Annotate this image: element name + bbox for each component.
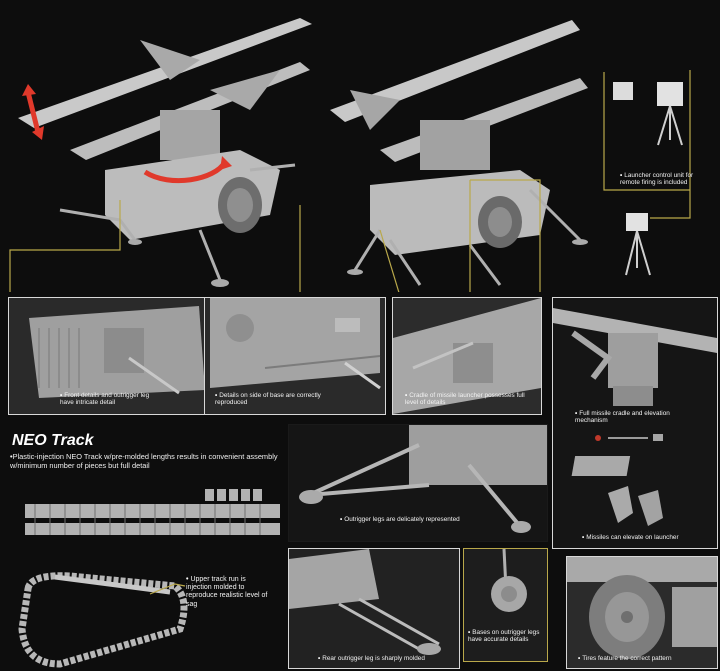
detail-panel-base	[204, 297, 386, 415]
caption-base-details: •Details on side of base are correctly r…	[215, 392, 321, 407]
neo-track-title: NEO Track	[12, 432, 94, 449]
caption-leg-bases: •Bases on outrigger legs have accurate d…	[468, 629, 540, 644]
caption-cradle-details: •Cradle of missile launcher possesses fu…	[405, 392, 525, 407]
caption-track-sag: •Upper track run is injection molded to …	[186, 576, 268, 608]
left-launcher	[18, 18, 312, 287]
neo-track-section: NEO Track •Plastic-injection NEO Track w…	[0, 424, 282, 671]
detail-panel-cradle	[392, 297, 542, 415]
caption-rear-outrigger: •Rear outrigger leg is sharply molded	[318, 655, 425, 662]
caption-elevation-mechanism: •Full missile cradle and elevation mecha…	[575, 410, 670, 425]
detail-panel-front	[8, 297, 206, 415]
caption-launcher-control: •Launcher control unit for remote firing…	[620, 172, 694, 187]
hero-area	[0, 0, 720, 292]
neo-track-description: •Plastic-injection NEO Track w/pre-molde…	[10, 452, 278, 470]
caption-outrigger-legs: •Outrigger legs are delicately represent…	[340, 516, 460, 523]
hero-illustration	[9, 18, 691, 292]
detail-panel-tires	[566, 556, 718, 669]
right-launcher	[330, 20, 588, 286]
detail-panel-outrigger-legs	[288, 424, 548, 542]
detail-panel-rear-outrigger	[288, 548, 460, 669]
caption-tires: •Tires feature the correct pattern	[578, 655, 672, 662]
caption-missiles-elevate: •Missiles can elevate on launcher	[582, 534, 679, 541]
track-illustration	[18, 489, 280, 668]
launcher-control-unit	[603, 70, 691, 276]
caption-front-details: •Front details and outrigger leg have in…	[60, 392, 150, 407]
detail-panel-leg-bases	[463, 548, 548, 662]
detail-panel-elevation	[552, 297, 718, 549]
